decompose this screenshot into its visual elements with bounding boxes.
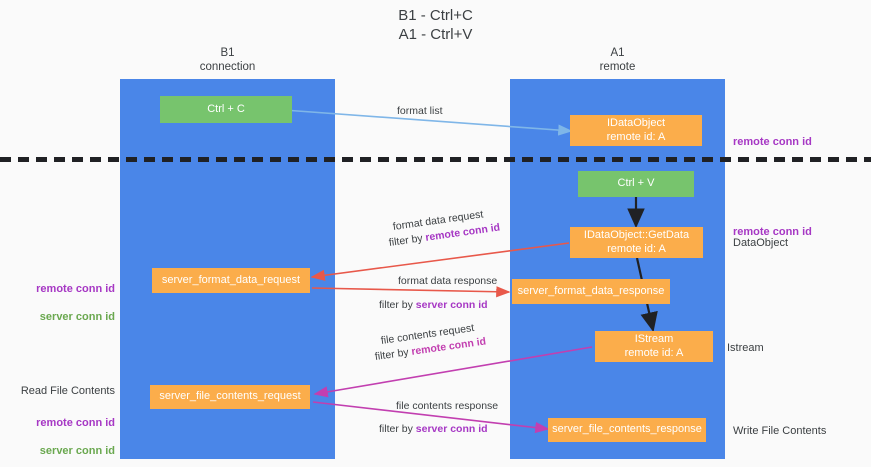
lane-header-a1: A1 remote: [599, 47, 636, 73]
label-remote-conn-id-top: remote conn id: [733, 136, 812, 148]
node-ctrl-v[interactable]: Ctrl + V: [578, 171, 694, 197]
edge-label-format-data-response: format data response: [398, 275, 498, 287]
node-server-file-contents-request[interactable]: server_file_contents_request: [150, 385, 310, 409]
edge-label-format-data-response-filter: filter by server conn id: [379, 299, 488, 311]
label-write-file-contents: Write File Contents: [733, 425, 827, 437]
section-divider: [0, 157, 871, 162]
node-server-file-contents-response[interactable]: server_file_contents_response: [548, 418, 706, 442]
node-getdata[interactable]: IDataObject::GetData remote id: A: [570, 227, 703, 258]
edge-label-file-contents-response-filter: filter by server conn id: [379, 423, 488, 435]
node-idataobject[interactable]: IDataObject remote id: A: [570, 115, 702, 146]
lane-header-b1: B1 connection: [199, 47, 256, 73]
node-server-format-data-request[interactable]: server_format_data_request: [152, 268, 310, 293]
node-istream[interactable]: IStream remote id: A: [595, 331, 713, 362]
label-istream: Istream: [727, 342, 764, 354]
node-server-format-data-response[interactable]: server_format_data_response: [512, 279, 670, 304]
edge-label-format-list: format list: [397, 105, 443, 117]
label-dataobject: DataObject: [733, 237, 789, 249]
edge-label-file-contents-response: file contents response: [396, 400, 499, 412]
label-remote-conn-id-mid: remote conn id: [733, 226, 812, 238]
label-conn-ids-bottom: remote conn id server conn id: [36, 417, 115, 457]
label-conn-ids-mid: remote conn id server conn id: [36, 283, 115, 323]
page-title: B1 - Ctrl+C A1 - Ctrl+V: [398, 7, 473, 43]
arrow-format-data-response: [311, 286, 511, 298]
label-read-file-contents: Read File Contents: [20, 385, 115, 397]
node-ctrl-c[interactable]: Ctrl + C: [160, 96, 292, 123]
